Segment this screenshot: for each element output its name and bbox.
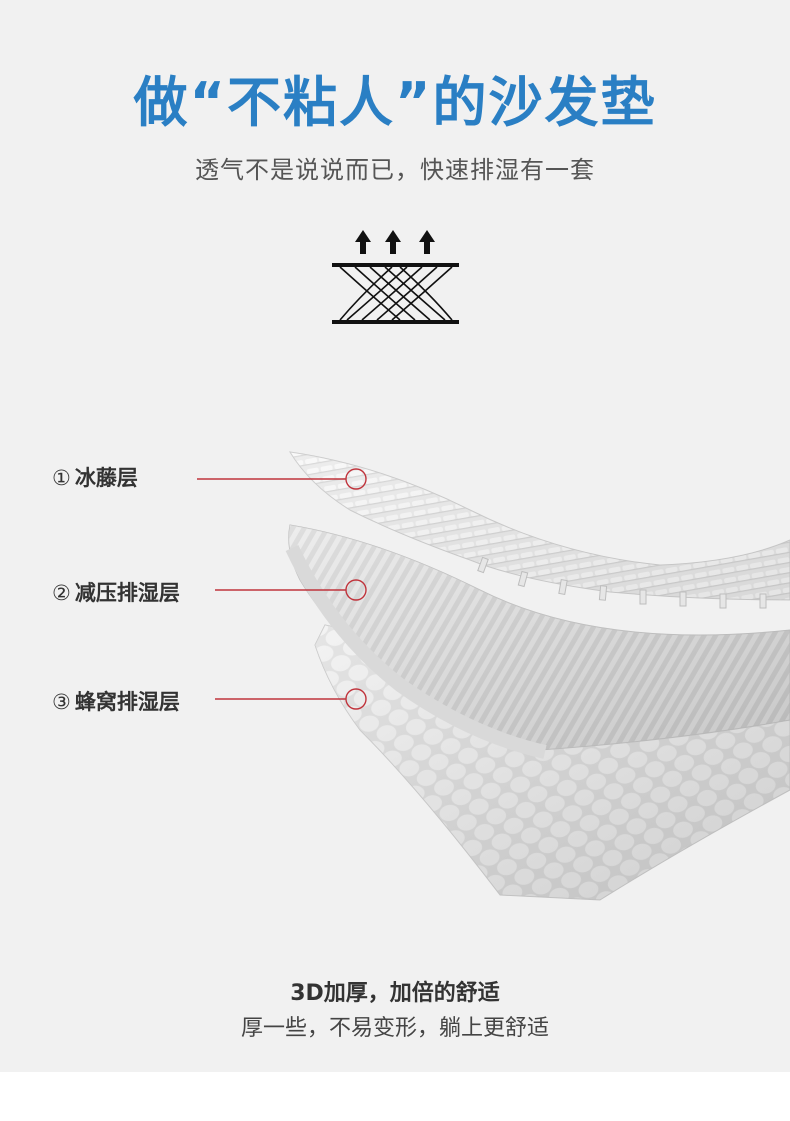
breathable-mesh-icon: [332, 230, 459, 324]
marker-2: [345, 579, 367, 601]
product-page: 做“不粘人”的沙发垫 透气不是说说而已，快速排湿有一套: [0, 0, 790, 1072]
cushion-layers-illustration: [197, 451, 790, 901]
page-subtitle: 透气不是说说而已，快速排湿有一套: [195, 156, 595, 184]
marker-1: [345, 468, 367, 490]
layer-number: ②: [52, 581, 71, 605]
footer-title: 3D加厚，加倍的舒适: [290, 981, 500, 1006]
layer-name: 蜂窝排湿层: [74, 690, 180, 714]
layer-number: ③: [52, 690, 71, 714]
marker-3: [345, 688, 367, 710]
footer-subtitle: 厚一些，不易变形，躺上更舒适: [240, 1016, 549, 1041]
page-title: 做“不粘人”的沙发垫: [133, 71, 657, 134]
arrow-up-icon: [355, 230, 435, 254]
layer-name: 冰藤层: [74, 466, 138, 490]
layer-number: ①: [52, 466, 71, 490]
layer-name: 减压排湿层: [74, 581, 180, 605]
